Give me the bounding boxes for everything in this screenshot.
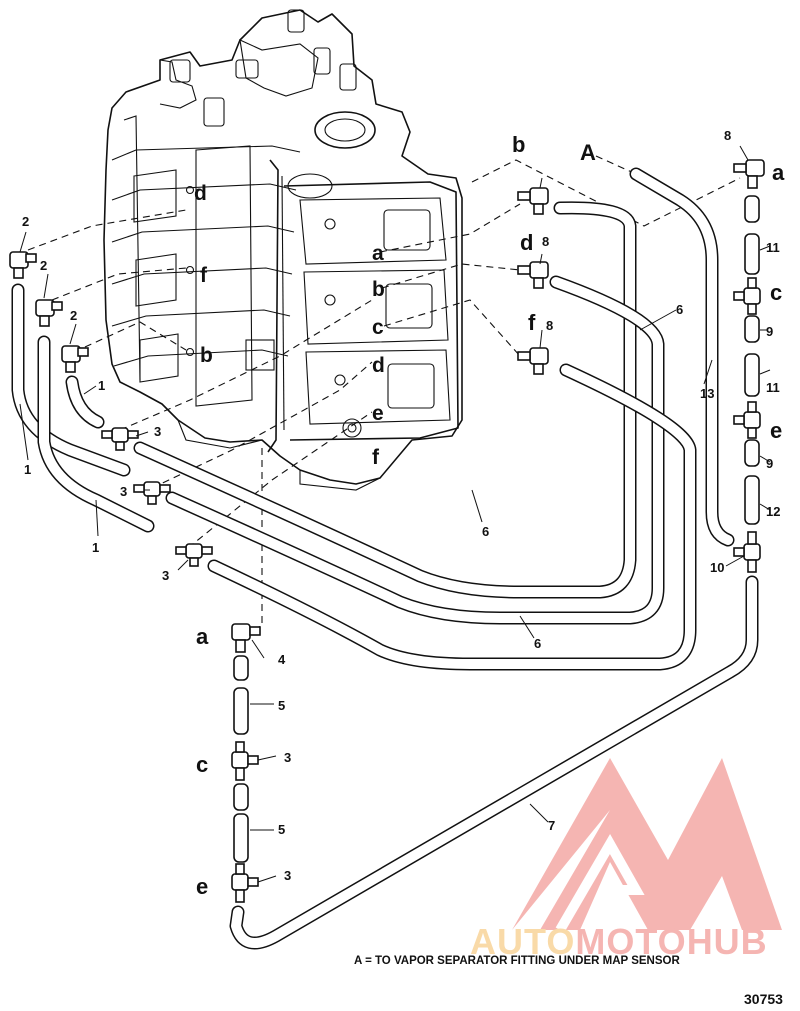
- elbow-fitting-2: [35, 299, 63, 327]
- letter-f: f: [528, 310, 536, 335]
- callout-numbers: 2 2 2 1 1 1 3 3 3 4 5 3 5 3 7 6 6 6 13 8…: [22, 128, 780, 883]
- tee-fitting-3: [101, 427, 139, 451]
- tee-fitting-3: [133, 481, 171, 505]
- callout-6: 6: [482, 524, 489, 539]
- callout-10: 10: [710, 560, 724, 575]
- fittings: [9, 159, 765, 903]
- callout-1: 1: [24, 462, 31, 477]
- callout-2: 2: [70, 308, 77, 323]
- tee-fitting-3: [175, 543, 213, 567]
- letter-b: b: [200, 344, 213, 367]
- leader-lines: [19, 145, 771, 883]
- watermark-hub: HUB: [687, 921, 768, 962]
- callout-11: 11: [766, 240, 780, 255]
- elbow-fitting-8: [517, 347, 549, 375]
- callout-11: 11: [766, 380, 780, 395]
- callout-3: 3: [284, 750, 291, 765]
- letter-a: a: [372, 242, 384, 265]
- watermark-logo-shape: [512, 758, 782, 930]
- watermark-auto: AUTO: [470, 921, 575, 962]
- elbow-fitting-2: [9, 251, 37, 279]
- callout-8: 8: [724, 128, 731, 143]
- letter-f: f: [372, 446, 380, 469]
- letter-b: b: [512, 132, 525, 157]
- letter-a: a: [772, 160, 785, 185]
- callout-8: 8: [546, 318, 553, 333]
- letter-c: c: [372, 316, 384, 339]
- watermark-logo: AUTOMOTOHUB: [470, 758, 782, 962]
- letter-c: c: [196, 752, 208, 777]
- callout-7: 7: [548, 818, 555, 833]
- callout-3: 3: [120, 484, 127, 499]
- watermark-moto: MOTO: [575, 921, 686, 962]
- callout-13: 13: [700, 386, 714, 401]
- callout-12: 12: [766, 504, 780, 519]
- svg-text:AUTOMOTOHUB: AUTOMOTOHUB: [470, 921, 768, 962]
- letter-A: A: [580, 140, 596, 165]
- callout-5: 5: [278, 822, 285, 837]
- tee-fitting-3: [231, 863, 259, 903]
- reference-letters: b A a d f c e d f b a b c d e f a c e: [194, 132, 785, 899]
- letter-b: b: [372, 278, 385, 301]
- callout-3: 3: [154, 424, 161, 439]
- letter-e: e: [196, 874, 208, 899]
- callout-2: 2: [22, 214, 29, 229]
- elbow-fitting-4: [231, 623, 261, 653]
- tee-fitting-9: [733, 277, 761, 315]
- callout-4: 4: [278, 652, 286, 667]
- tee-fitting-3: [231, 741, 259, 781]
- letter-e: e: [770, 418, 782, 443]
- letter-d: d: [372, 354, 385, 377]
- elbow-fitting-8: [517, 187, 549, 215]
- callout-9: 9: [766, 324, 773, 339]
- callout-3: 3: [162, 568, 169, 583]
- figure-number: 30753: [744, 991, 783, 1007]
- callout-9: 9: [766, 456, 773, 471]
- callout-6: 6: [534, 636, 541, 651]
- letter-f: f: [200, 264, 208, 287]
- callout-2: 2: [40, 258, 47, 273]
- elbow-fitting-2: [61, 345, 89, 373]
- engine-block: [103, 9, 463, 491]
- elbow-fitting-8: [733, 159, 765, 189]
- callout-5: 5: [278, 698, 285, 713]
- letter-c: c: [770, 280, 782, 305]
- callout-8: 8: [542, 234, 549, 249]
- callout-1: 1: [98, 378, 105, 393]
- callout-6: 6: [676, 302, 683, 317]
- callout-3: 3: [284, 868, 291, 883]
- letter-e: e: [372, 402, 384, 425]
- elbow-fitting-8: [517, 261, 549, 289]
- letter-d: d: [194, 182, 207, 205]
- letter-d: d: [520, 230, 533, 255]
- tee-fitting-10: [733, 531, 761, 573]
- letter-a: a: [196, 624, 209, 649]
- footnote: A = TO VAPOR SEPARATOR FITTING UNDER MAP…: [354, 955, 680, 967]
- hoses: [11, 167, 760, 950]
- tee-fitting-9: [733, 401, 761, 439]
- callout-1: 1: [92, 540, 99, 555]
